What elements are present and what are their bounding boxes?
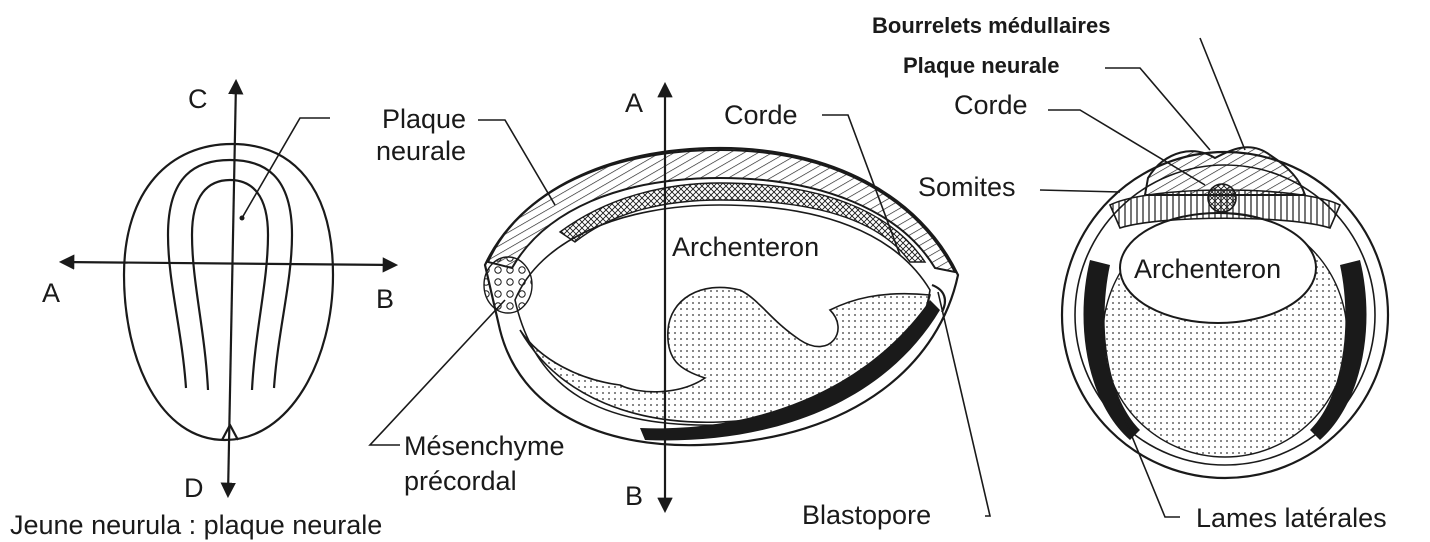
right-notochord [1208, 184, 1236, 212]
left-plaque-dot [240, 216, 245, 221]
left-axis-left-label: A [42, 278, 60, 308]
right-embryo-figure: Bourrelets médullaires Plaque neurale Co… [872, 13, 1388, 533]
right-plaque-pointer [1105, 68, 1210, 150]
left-horizontal-axis [62, 262, 395, 265]
left-embryo-outline [124, 144, 333, 440]
middle-embryo-figure: A B Plaque neurale Corde Archenteron Més… [370, 85, 990, 530]
left-axis-right-label: B [376, 284, 394, 314]
middle-plaque-label-line2: neurale [376, 136, 466, 166]
left-axis-bottom-label: D [184, 473, 204, 503]
left-caption: Jeune neurula : plaque neurale [10, 510, 382, 540]
right-corde-label: Corde [954, 90, 1028, 120]
middle-mesenchyme-cluster [484, 257, 532, 313]
middle-corde-label: Corde [724, 100, 798, 130]
middle-mesenchyme-pointer [370, 300, 505, 445]
middle-mesenchyme-label-line1: Mésenchyme [404, 431, 565, 461]
right-plaque-label: Plaque neurale [903, 53, 1060, 78]
right-bourrelets-pointer [1200, 38, 1245, 150]
middle-blastopore-pointer [938, 292, 990, 516]
middle-archenteron-label: Archenteron [672, 232, 819, 262]
right-somites-label: Somites [918, 172, 1016, 202]
middle-axis-top-label: A [625, 88, 643, 118]
left-embryo-figure: C D A B Jeune neurula : plaque neurale [10, 82, 395, 540]
middle-plaque-pointer [478, 120, 555, 205]
middle-blastopore-label: Blastopore [802, 500, 931, 530]
right-somites-pointer [1040, 190, 1120, 192]
right-archenteron-label: Archenteron [1134, 254, 1281, 284]
right-lames-label: Lames latérales [1196, 503, 1387, 533]
middle-axis-bottom-label: B [625, 481, 643, 511]
middle-mesenchyme-label-line2: précordal [404, 466, 517, 496]
left-axis-top-label: C [188, 84, 208, 114]
middle-yolk-endoderm [520, 287, 930, 422]
left-plaque-pointer [242, 118, 330, 218]
right-bourrelets-label: Bourrelets médullaires [872, 13, 1110, 38]
middle-plaque-label-line1: Plaque [382, 104, 466, 134]
